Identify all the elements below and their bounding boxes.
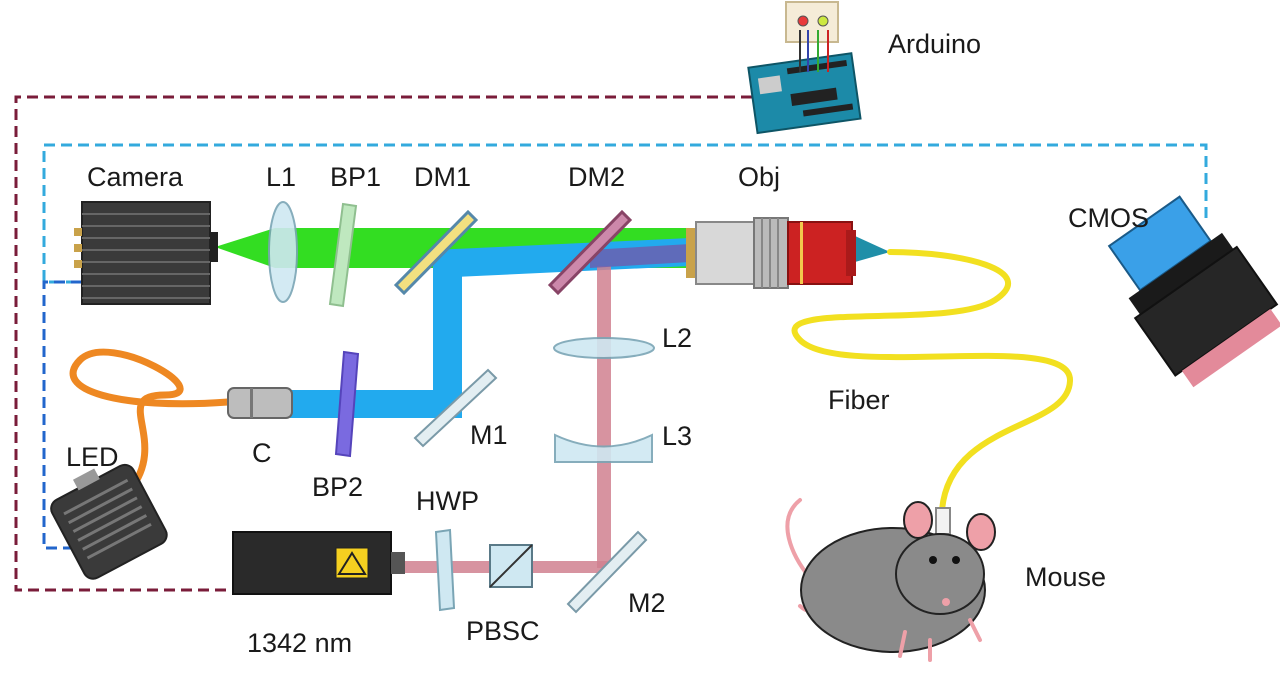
- dichroic-dm1: [393, 209, 479, 296]
- label-led: LED: [66, 442, 119, 472]
- filter-bp1: [328, 202, 358, 308]
- label-m1: M1: [470, 420, 508, 450]
- label-l3: L3: [662, 421, 692, 451]
- label-pbsc: PBSC: [466, 616, 540, 646]
- fiber-ferrule: [935, 507, 951, 535]
- arduino-shield: [785, 1, 839, 72]
- output-cone: [855, 236, 890, 262]
- filter-bp2: [334, 350, 360, 458]
- led-cable: [69, 348, 232, 494]
- label-l2: L2: [662, 323, 692, 353]
- lens-l1: [268, 201, 298, 303]
- red-beam-vertical: [597, 266, 611, 568]
- label-cmos: CMOS: [1068, 203, 1149, 233]
- label-arduino: Arduino: [888, 29, 981, 59]
- blue-excitation-beam-vertical: [433, 262, 462, 390]
- label-mouse: Mouse: [1025, 562, 1106, 592]
- arduino-board: [747, 52, 862, 135]
- arduino-red-led-icon: [797, 15, 809, 27]
- led-trigger-line: [42, 280, 92, 550]
- arduino-green-led-icon: [817, 15, 829, 27]
- label-bp1: BP1: [330, 162, 381, 192]
- label-dm2: DM2: [568, 162, 625, 192]
- beamsplitter-pbsc: [489, 544, 533, 588]
- laser-1342: [232, 531, 405, 595]
- lens-l3: [554, 433, 653, 463]
- collimator-c: [227, 387, 293, 419]
- dichroic-dm2: [547, 209, 633, 296]
- mouse-animal: [785, 498, 996, 662]
- label-l1: L1: [266, 162, 296, 192]
- label-hwp: HWP: [416, 486, 479, 516]
- blue-excitation-beam-horizontal: [290, 390, 462, 418]
- waveplate-hwp: [434, 528, 456, 612]
- arduino-control-line: [14, 95, 752, 592]
- lens-l2: [553, 337, 655, 359]
- label-m2: M2: [628, 588, 666, 618]
- mirror-m2: [566, 530, 648, 614]
- objective: [686, 217, 856, 289]
- purple-overlap-beam: [590, 244, 690, 268]
- label-c: C: [252, 438, 272, 468]
- mirror-m1: [413, 368, 498, 448]
- label-bp2: BP2: [312, 472, 363, 502]
- label-dm1: DM1: [414, 162, 471, 192]
- label-camera: Camera: [87, 162, 184, 192]
- labels: Arduino Camera L1 BP1 DM1 DM2 Obj CMOS L…: [66, 29, 1149, 658]
- cmos-sensor: [1107, 195, 1280, 388]
- camera: [74, 201, 218, 305]
- label-laser: 1342 nm: [247, 628, 352, 658]
- label-fiber: Fiber: [828, 385, 890, 415]
- label-obj: Obj: [738, 162, 780, 192]
- led-source: [50, 463, 168, 580]
- laser-warning-icon: [337, 551, 367, 575]
- optical-fiber: [791, 249, 1074, 513]
- control-lines: [14, 95, 1208, 592]
